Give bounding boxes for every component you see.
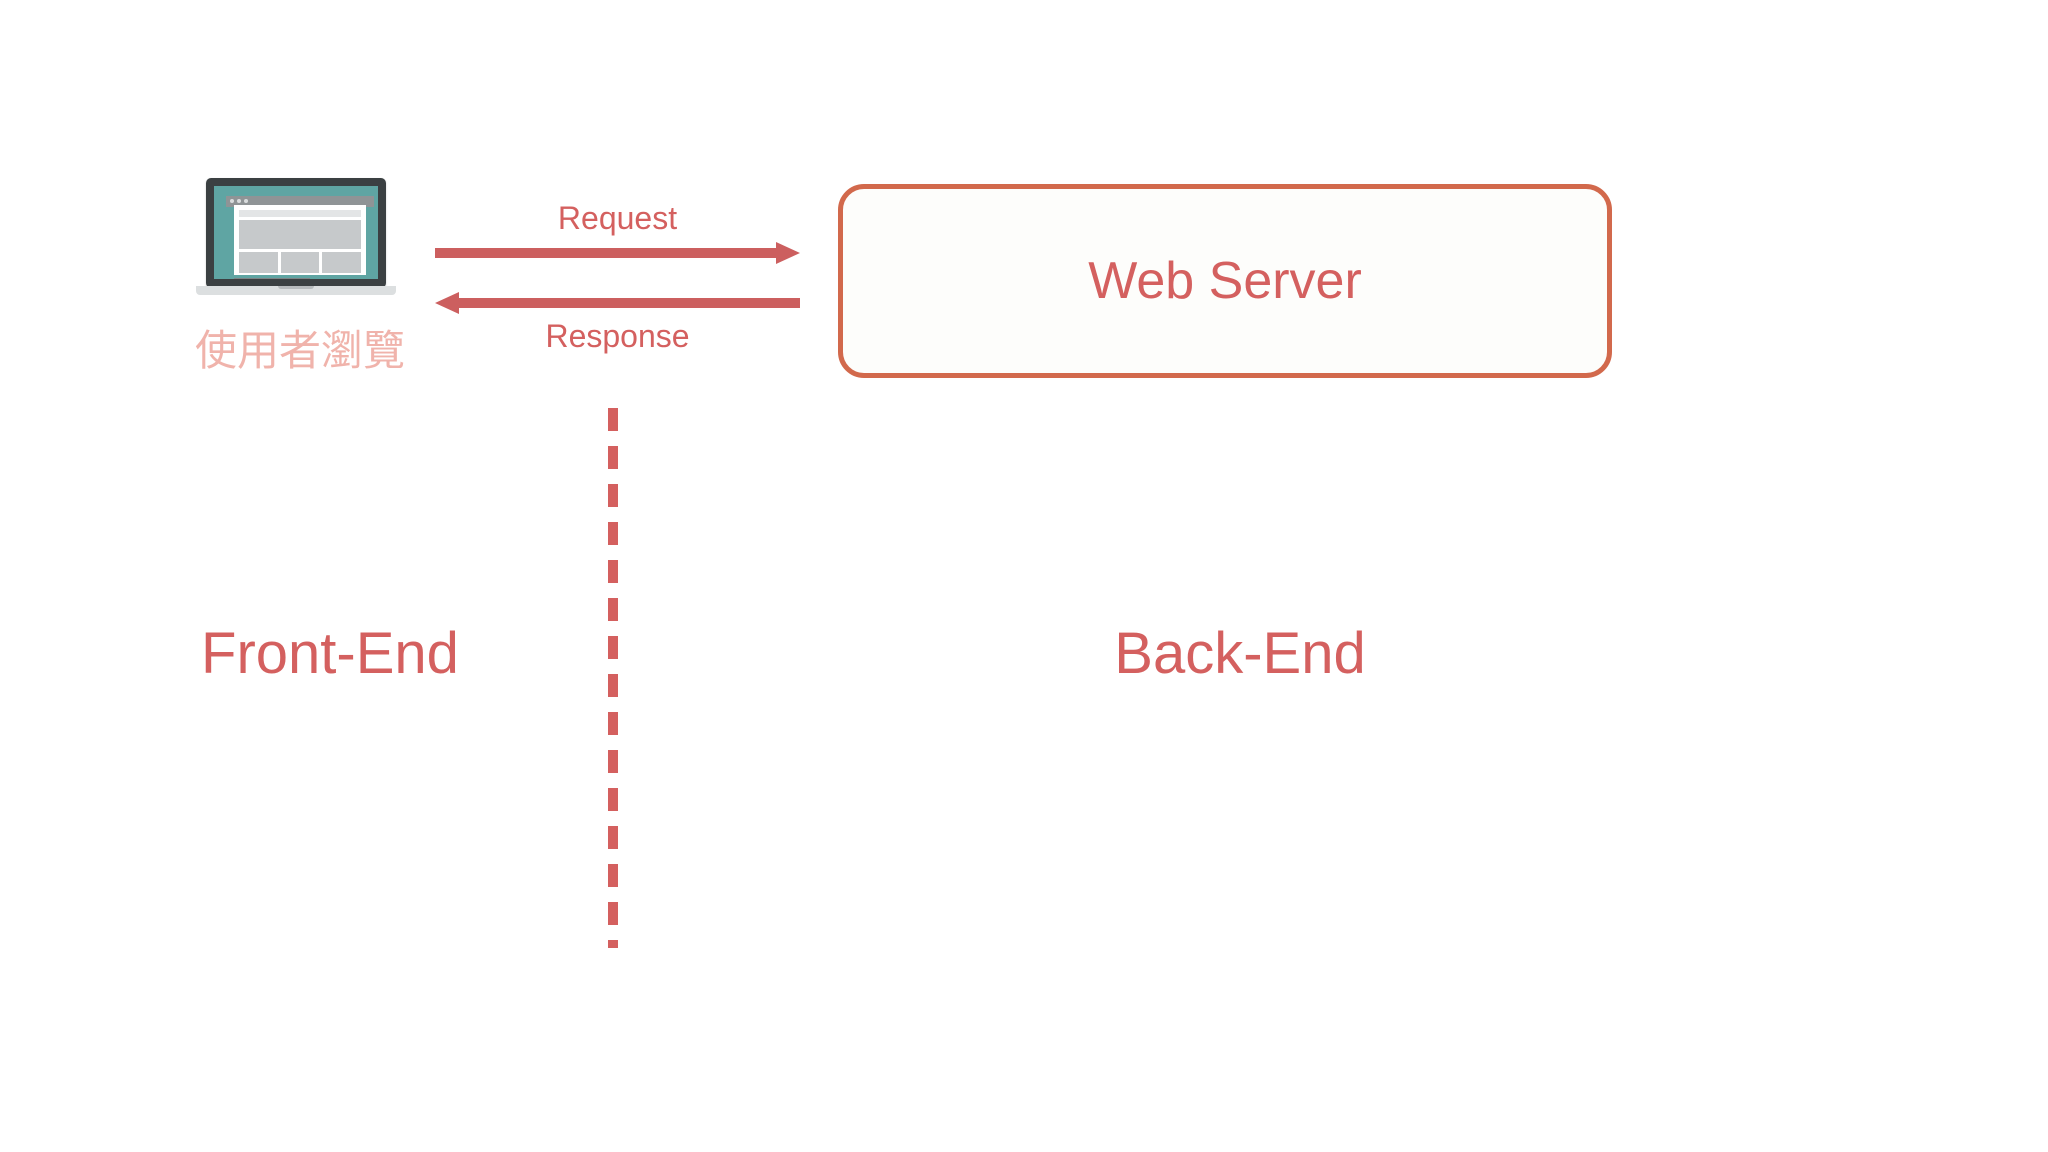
laptop-notch — [278, 286, 314, 289]
response-label: Response — [545, 318, 690, 354]
laptop-screen — [214, 186, 378, 279]
browser-window-mockup — [234, 205, 366, 275]
footer-block — [234, 278, 310, 279]
arrow-head-right-icon — [776, 242, 800, 264]
window-dots-icon — [230, 199, 248, 203]
request-arrow — [435, 242, 800, 264]
card-block — [280, 252, 320, 273]
web-server-box: Web Server — [838, 184, 1612, 378]
laptop-browser-icon — [196, 178, 396, 306]
client-label: 使用者瀏覽 — [194, 327, 405, 374]
back-end-label: Back-End — [1114, 621, 1366, 686]
arrow-shaft — [435, 248, 778, 258]
address-bar — [239, 210, 361, 217]
card-block — [239, 252, 278, 273]
hero-block — [239, 220, 361, 249]
window-titlebar — [226, 196, 374, 207]
laptop-base — [196, 286, 396, 295]
arrow-head-left-icon — [435, 292, 459, 314]
card-block — [322, 252, 362, 273]
arrow-shaft — [457, 298, 800, 308]
web-server-label: Web Server — [1088, 252, 1362, 310]
response-arrow — [435, 292, 800, 314]
front-end-label: Front-End — [201, 621, 459, 686]
card-row — [239, 252, 362, 273]
laptop-lid — [206, 178, 386, 288]
frontend-backend-divider — [608, 408, 618, 948]
request-label: Request — [557, 200, 678, 236]
